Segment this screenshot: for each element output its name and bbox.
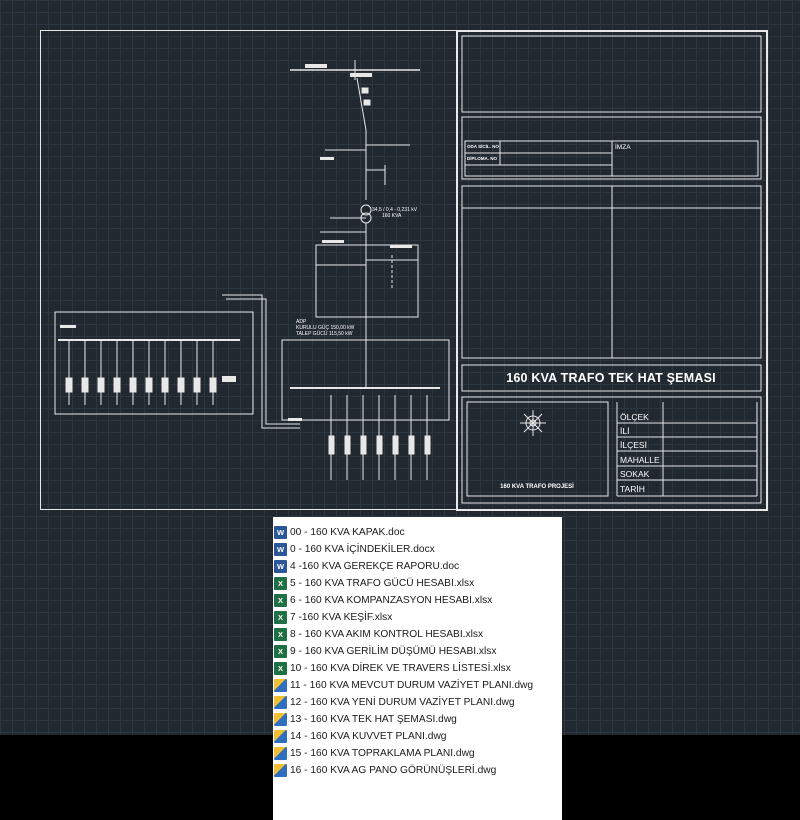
file-item[interactable]: 16 - 160 KVA AG PANO GÖRÜNÜŞLERİ.dwg	[273, 762, 562, 779]
file-item[interactable]: 14 - 160 KVA KUVVET PLANI.dwg	[273, 728, 562, 745]
word-doc-icon: W	[274, 543, 287, 556]
file-name: 0 - 160 KVA İÇİNDEKİLER.docx	[290, 544, 435, 555]
file-name: 5 - 160 KVA TRAFO GÜCÜ HESABI.xlsx	[290, 578, 475, 589]
talep-gucu: TALEP GÜCÜ 115,50 kW	[296, 331, 353, 337]
word-doc-icon: W	[274, 526, 287, 539]
project-name: 160 KVA TRAFO PROJESİ	[500, 484, 574, 490]
title-block-title: 160 KVA TRAFO TEK HAT ŞEMASI	[506, 371, 716, 385]
adp-label: ADP	[296, 319, 307, 325]
ilcesi-label: İLÇESİ	[620, 440, 647, 450]
sokak-label: SOKAK	[620, 469, 650, 479]
excel-sheet-icon: X	[274, 577, 287, 590]
excel-sheet-icon: X	[274, 645, 287, 658]
file-item[interactable]: 11 - 160 KVA MEVCUT DURUM VAZİYET PLANI.…	[273, 677, 562, 694]
file-name: 6 - 160 KVA KOMPANZASYON HESABI.xlsx	[290, 595, 493, 606]
file-name: 8 - 160 KVA AKIM KONTROL HESABI.xlsx	[290, 629, 484, 640]
file-name: 7 -160 KVA KEŞİF.xlsx	[290, 612, 393, 623]
oda-sicil-label: ODA SİCİL. NO	[467, 144, 499, 149]
file-item[interactable]: 13 - 160 KVA TEK HAT ŞEMASI.dwg	[273, 711, 562, 728]
excel-sheet-icon: X	[274, 594, 287, 607]
file-name: 13 - 160 KVA TEK HAT ŞEMASI.dwg	[290, 714, 457, 725]
transformer-rating: 160 KVA	[382, 213, 402, 219]
file-item[interactable]: 12 - 160 KVA YENİ DURUM VAZİYET PLANI.dw…	[273, 694, 562, 711]
olcek-label: ÖLÇEK	[620, 412, 649, 422]
file-name: 4 -160 KVA GEREKÇE RAPORU.doc	[290, 561, 460, 572]
mahalle-label: MAHALLE	[620, 455, 660, 465]
imza-label: İMZA	[615, 144, 631, 151]
diploma-label: DİPLOMA. NO	[467, 156, 497, 161]
dwg-file-icon	[274, 764, 287, 777]
kurulu-guc: KURULU GÜÇ 150,00 kW	[296, 325, 355, 331]
dwg-file-icon	[274, 679, 287, 692]
word-doc-icon: W	[274, 560, 287, 573]
file-name: 15 - 160 KVA TOPRAKLAMA PLANI.dwg	[290, 748, 475, 759]
ili-label: İLİ	[620, 426, 630, 436]
transformer-label: 34,5 / 0,4 - 0,231 kV	[372, 207, 418, 213]
excel-sheet-icon: X	[274, 628, 287, 641]
file-name: 14 - 160 KVA KUVVET PLANI.dwg	[290, 731, 447, 742]
file-name: 00 - 160 KVA KAPAK.doc	[290, 527, 405, 538]
file-name: 10 - 160 KVA DİREK VE TRAVERS LİSTESİ.xl…	[290, 663, 511, 674]
tarih-label: TARİH	[620, 484, 645, 494]
excel-sheet-icon: X	[274, 662, 287, 675]
file-name: 16 - 160 KVA AG PANO GÖRÜNÜŞLERİ.dwg	[290, 765, 497, 776]
dwg-file-icon	[274, 730, 287, 743]
dwg-file-icon	[274, 713, 287, 726]
excel-sheet-icon: X	[274, 611, 287, 624]
dwg-file-icon	[274, 747, 287, 760]
file-name: 11 - 160 KVA MEVCUT DURUM VAZİYET PLANI.…	[290, 680, 534, 691]
file-name: 9 - 160 KVA GERİLİM DÜŞÜMÜ HESABI.xlsx	[290, 646, 497, 657]
dwg-file-icon	[274, 696, 287, 709]
file-name: 12 - 160 KVA YENİ DURUM VAZİYET PLANI.dw…	[290, 697, 515, 708]
file-item[interactable]: 15 - 160 KVA TOPRAKLAMA PLANI.dwg	[273, 745, 562, 762]
